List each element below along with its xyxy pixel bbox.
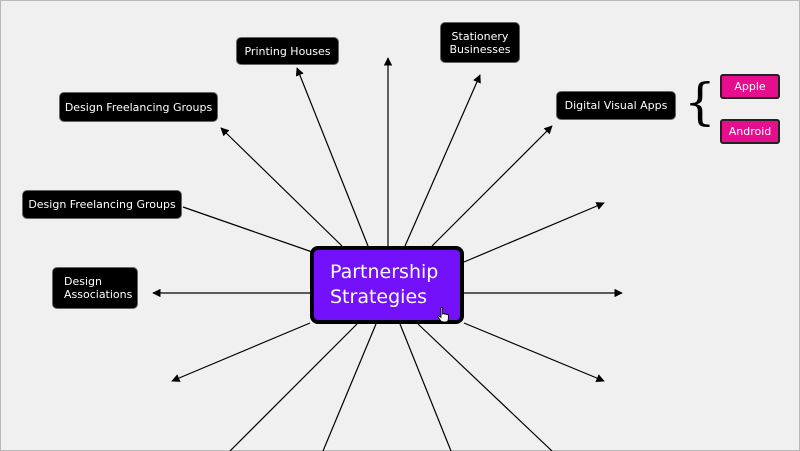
node-label-line2: Associations <box>64 288 133 301</box>
line-down-1 <box>229 323 358 451</box>
central-node-partnership-strategies[interactable]: Partnership Strategies <box>310 246 464 324</box>
node-label: Printing Houses <box>244 44 331 58</box>
sub-node-android[interactable]: Android <box>720 119 780 144</box>
central-label-line1: Partnership <box>330 261 439 283</box>
node-label: Design Freelancing Groups <box>28 198 176 211</box>
line-down-4 <box>417 323 553 451</box>
node-printing-houses[interactable]: Printing Houses <box>237 38 338 64</box>
sub-node-apple[interactable]: Apple <box>720 74 780 99</box>
line-down-3 <box>399 323 452 451</box>
arrow-to-stationery <box>404 74 481 247</box>
node-stationery-businesses[interactable]: Stationery Businesses <box>441 23 519 62</box>
arrow-to-digital-visual-apps <box>431 125 553 247</box>
node-label-line2: Businesses <box>449 42 511 56</box>
node-label: Digital Visual Apps <box>564 99 668 112</box>
arrow-to-design-freelancing-upper <box>220 127 343 247</box>
line-down-2 <box>322 323 377 451</box>
arrow-to-printing-houses <box>295 67 369 247</box>
arrow-upper-right <box>463 202 605 263</box>
node-design-freelancing-groups-upper[interactable]: Design Freelancing Groups <box>60 93 217 121</box>
sub-node-label: Apple <box>734 80 766 93</box>
node-design-freelancing-groups-lower[interactable]: Design Freelancing Groups <box>23 191 181 218</box>
node-design-associations[interactable]: Design Associations <box>53 268 137 308</box>
line-to-design-freelancing-lower <box>182 206 319 255</box>
node-label-line1: Stationery <box>451 29 509 43</box>
open-brace-icon: { <box>684 73 716 131</box>
node-label-line1: Design <box>64 275 102 288</box>
node-label: Design Freelancing Groups <box>64 100 213 114</box>
hand-cursor-icon <box>437 307 449 323</box>
central-label-line2: Strategies <box>330 286 428 308</box>
arrow-lower-left <box>171 322 311 382</box>
arrow-lower-right <box>463 322 605 382</box>
node-digital-visual-apps[interactable]: Digital Visual Apps <box>557 92 675 119</box>
sub-node-label: Android <box>728 125 772 138</box>
central-node-label: Partnership Strategies <box>330 260 438 310</box>
